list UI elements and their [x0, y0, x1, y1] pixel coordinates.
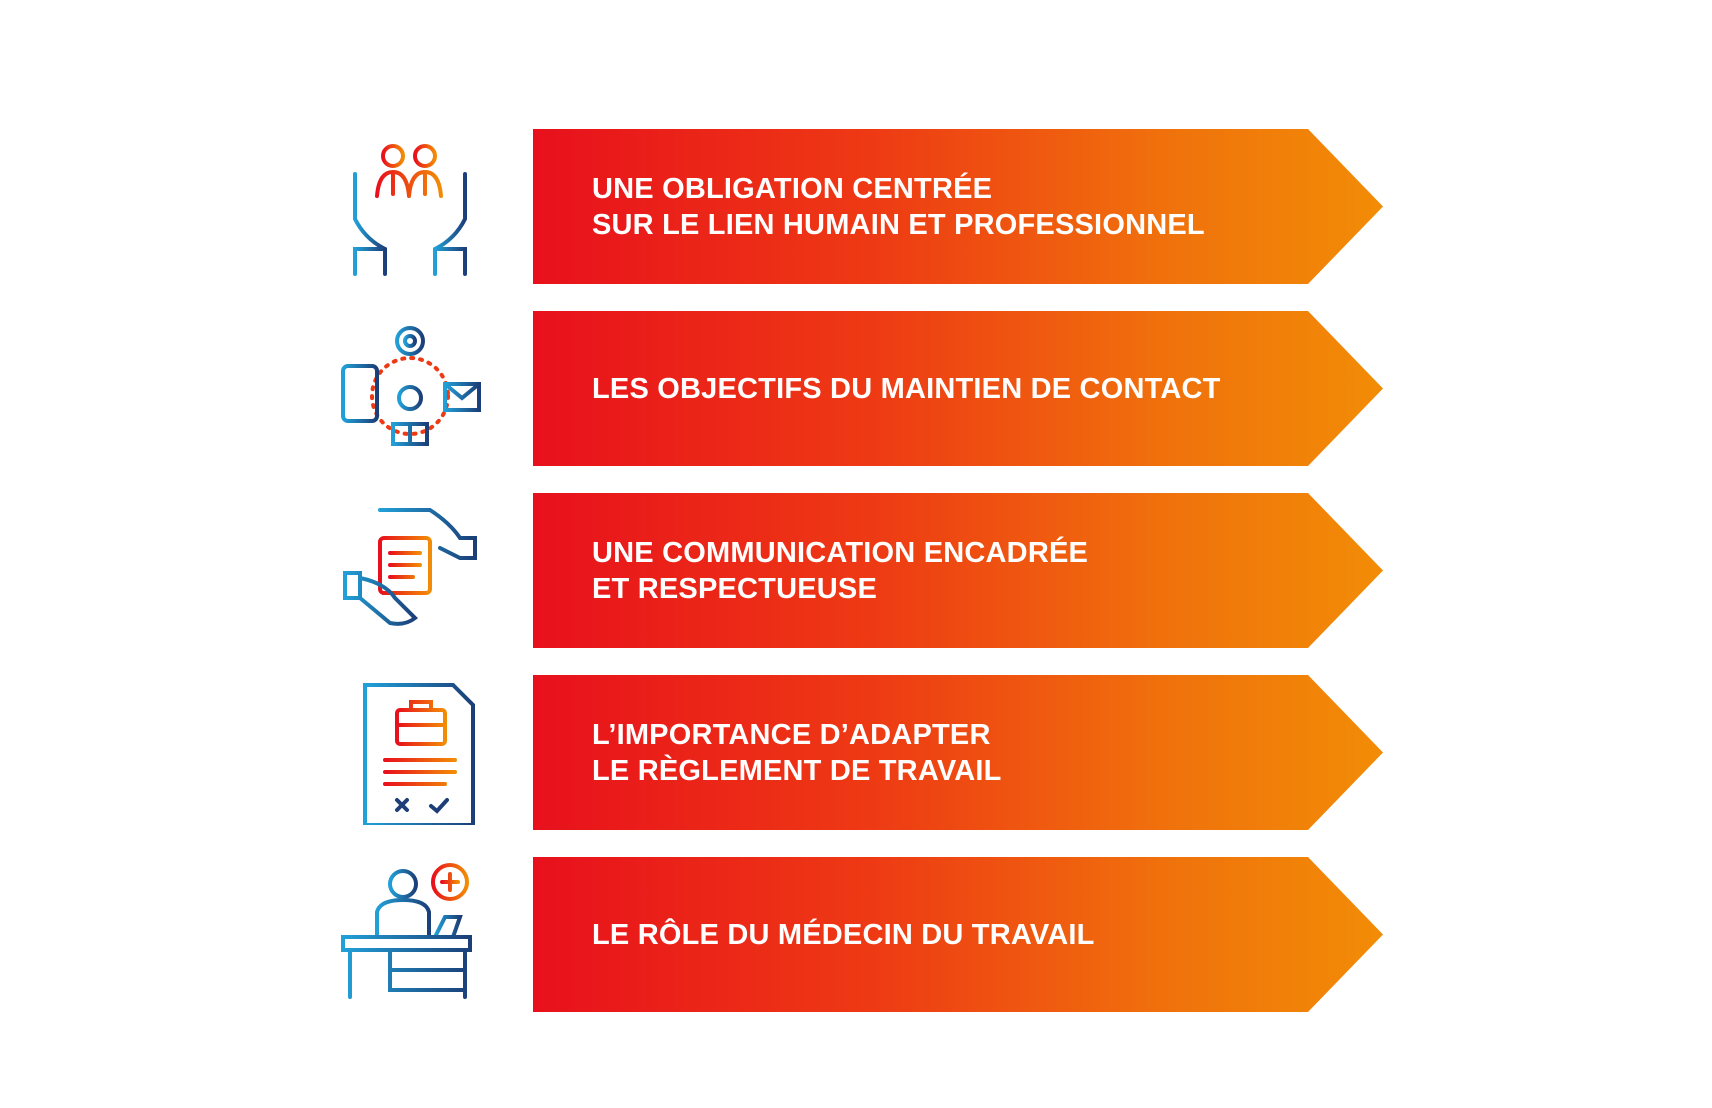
banner-line: UNE OBLIGATION CENTRÉE: [592, 172, 993, 205]
work-regulation-document-icon: [335, 680, 485, 827]
occupational-doctor-icon: [335, 862, 485, 1007]
banner-line: LE RÈGLEMENT DE TRAVAIL: [592, 754, 1002, 787]
contact-network-icon: [335, 316, 485, 461]
banner: LES OBJECTIFS DU MAINTIEN DE CONTACT: [533, 311, 1383, 466]
banner-line: LES OBJECTIFS DU MAINTIEN DE CONTACT: [592, 372, 1221, 405]
banner-line: ET RESPECTUEUSE: [592, 572, 877, 605]
item-2: LES OBJECTIFS DU MAINTIEN DE CONTACT: [0, 311, 1712, 466]
hands-exchanging-message-icon: [335, 498, 485, 643]
banner-line: LE RÔLE DU MÉDECIN DU TRAVAIL: [592, 918, 1095, 951]
banner: LE RÔLE DU MÉDECIN DU TRAVAIL: [533, 857, 1383, 1012]
item-5: LE RÔLE DU MÉDECIN DU TRAVAIL: [0, 857, 1712, 1012]
banner-line: UNE COMMUNICATION ENCADRÉE: [592, 536, 1089, 569]
banner-line: SUR LE LIEN HUMAIN ET PROFESSIONNEL: [592, 208, 1205, 241]
hands-holding-people-icon: [335, 134, 485, 279]
banner-line: L’IMPORTANCE D’ADAPTER: [592, 718, 991, 751]
